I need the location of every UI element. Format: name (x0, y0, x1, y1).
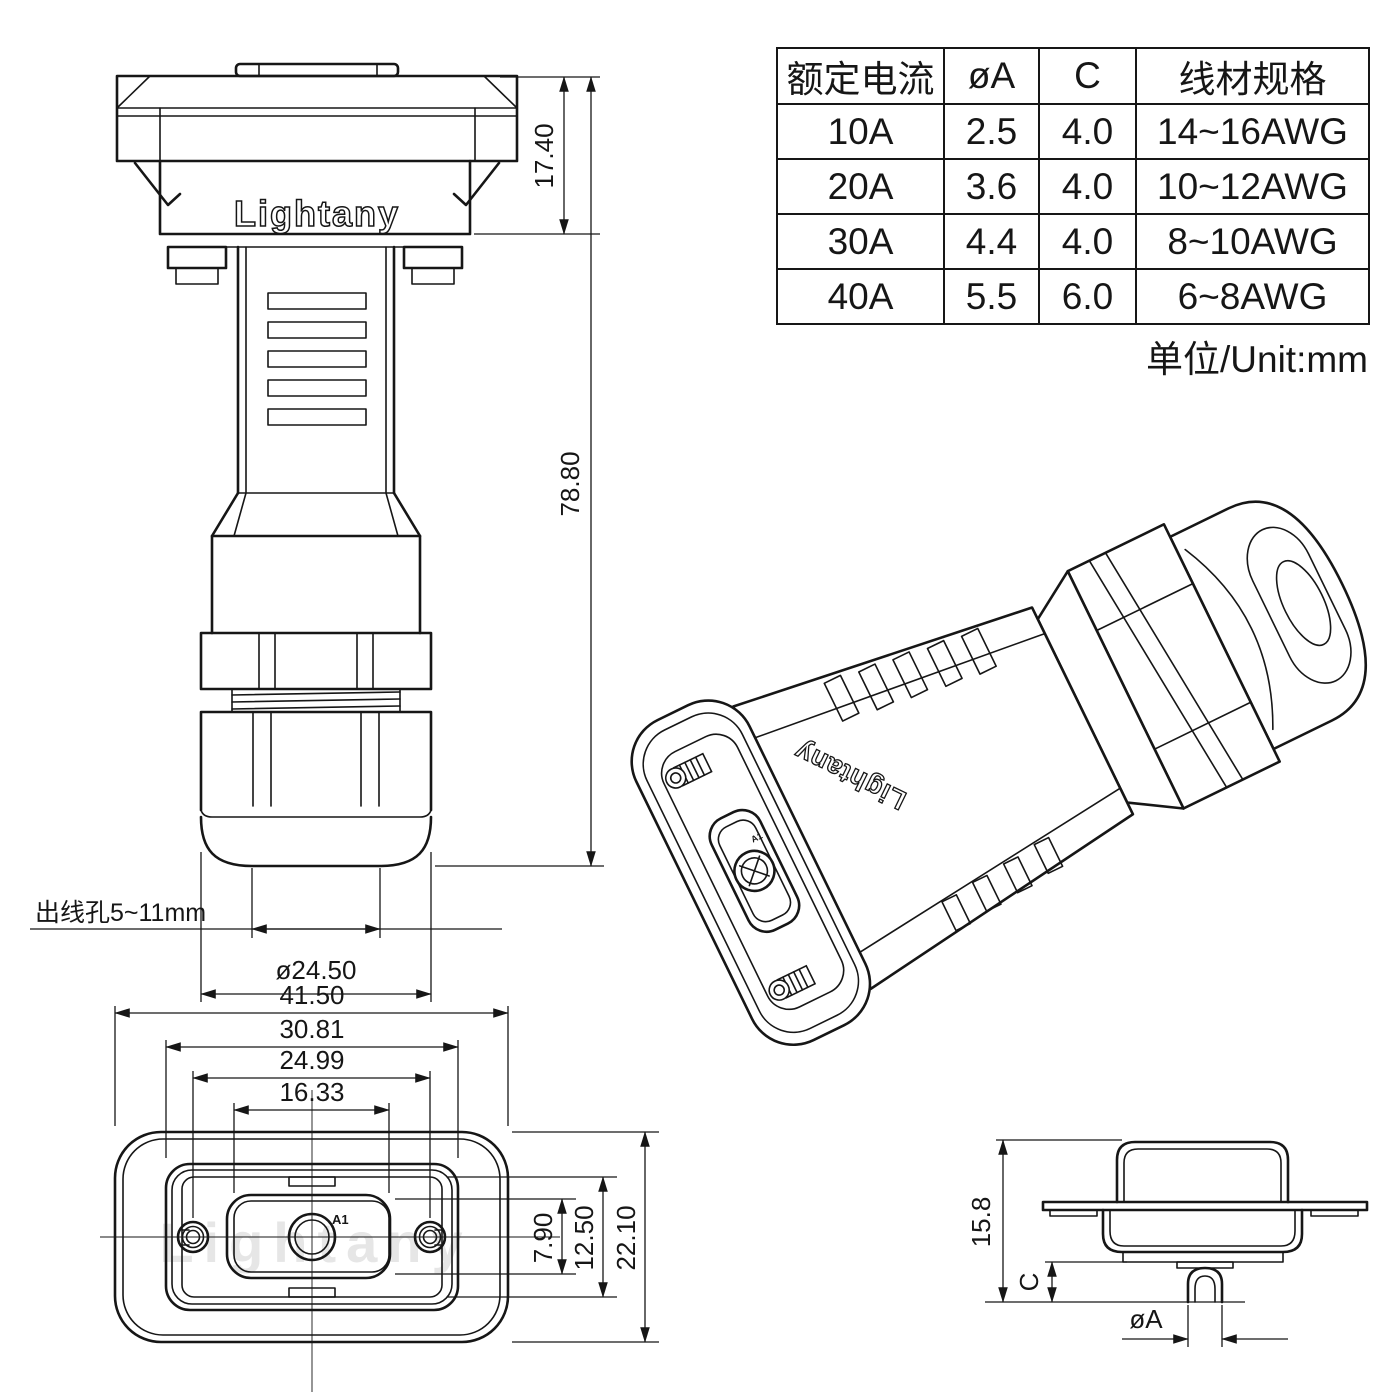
face-insert (225, 1193, 392, 1280)
front-dimensions: 17.40 78.80 出线孔5~11mm ø24.50 (30, 76, 604, 1002)
gland-dome (199, 815, 433, 868)
spec-header-cell: øA (943, 47, 1040, 105)
backshell (210, 534, 422, 635)
dim-30-81: 30.81 (279, 1014, 344, 1044)
grip-slots (267, 292, 367, 426)
iso-gland-cap (1168, 500, 1367, 751)
latch-hook-right (452, 161, 501, 207)
spec-cell: 10A (776, 103, 945, 160)
grip-neck (236, 245, 396, 495)
spec-cell: 20A (776, 158, 945, 215)
spec-cell: 10~12AWG (1135, 158, 1370, 215)
spec-cell: 3.6 (943, 158, 1040, 215)
spec-row: 40A 5.5 6.0 6~8AWG (776, 268, 1370, 325)
spec-header-cell: C (1038, 47, 1137, 105)
iso-grip-slots (823, 627, 1064, 932)
cable-hole-note: 出线孔5~11mm (35, 899, 206, 927)
dim-oa: øA (1129, 1304, 1163, 1334)
gland-nut (199, 710, 433, 812)
dim-41-50: 41.50 (279, 980, 344, 1010)
iso-contact-label: A1 (749, 830, 764, 844)
face-dimensions: 41.50 30.81 24.99 16.33 7.90 12.50 22.10 (114, 980, 659, 1343)
side-shell (1115, 1140, 1290, 1204)
bushing-right (402, 245, 464, 270)
bushing-left (166, 245, 228, 270)
spec-row: 10A 2.5 4.0 14~16AWG (776, 103, 1370, 160)
dim-24-99: 24.99 (279, 1045, 344, 1075)
dim-7-90: 7.90 (528, 1213, 558, 1264)
face-view: Lightany A1 41.50 30.81 (100, 980, 659, 1392)
spec-cell: 2.5 (943, 103, 1040, 160)
unit-note: 单位/Unit:mm (1146, 339, 1368, 380)
contact-label: A1 (332, 1212, 349, 1227)
side-flange-plate (1041, 1200, 1369, 1212)
dim-24-50: ø24.50 (276, 955, 357, 985)
spec-header-cell: 额定电流 (776, 47, 945, 105)
dim-12-50: 12.50 (569, 1205, 599, 1270)
spec-cell: 5.5 (943, 268, 1040, 325)
front-flange (115, 74, 519, 163)
brand-watermark: Lightany (159, 1211, 472, 1274)
spec-cell: 6.0 (1038, 268, 1137, 325)
dim-78-80: 78.80 (555, 451, 585, 516)
iso-jackscrew-bottom (768, 964, 817, 1001)
dim-15-8: 15.8 (966, 1197, 996, 1248)
side-body (1101, 1208, 1304, 1254)
spec-row: 20A 3.6 4.0 10~12AWG (776, 158, 1370, 215)
front-shell (158, 159, 472, 236)
spec-cell: 30A (776, 213, 945, 270)
iso-jackscrew-top (664, 752, 713, 789)
iso-view: A1 Lightany (630, 500, 1367, 1047)
spec-cell: 14~16AWG (1135, 103, 1370, 160)
spec-cell: 4.0 (1038, 103, 1137, 160)
spec-header-cell: 线材规格 (1135, 47, 1370, 105)
hex-nut (199, 631, 433, 691)
dim-22-10: 22.10 (611, 1205, 641, 1270)
spec-cell: 6~8AWG (1135, 268, 1370, 325)
spec-cell: 8~10AWG (1135, 213, 1370, 270)
dim-c: C (1014, 1273, 1044, 1292)
front-top-tab (234, 62, 400, 78)
spec-cell: 4.0 (1038, 213, 1137, 270)
gland-thread (231, 688, 401, 713)
spec-row: 30A 4.4 4.0 8~10AWG (776, 213, 1370, 270)
dim-16-33: 16.33 (279, 1077, 344, 1107)
spec-cell: 40A (776, 268, 945, 325)
side-view: 15.8 C øA (966, 1139, 1369, 1347)
side-dimensions: 15.8 C øA (966, 1139, 1288, 1347)
spec-header-row: 额定电流 øA C 线材规格 (776, 47, 1370, 105)
dim-17-40: 17.40 (529, 123, 559, 188)
spec-table: 额定电流 øA C 线材规格 10A 2.5 4.0 14~16AWG 20A … (776, 47, 1370, 325)
latch-hook-left (133, 161, 182, 207)
front-view: Lightany (30, 62, 604, 1002)
spec-cell: 4.4 (943, 213, 1040, 270)
spec-cell: 4.0 (1038, 158, 1137, 215)
iso-contact (733, 849, 776, 893)
contact-pin (1186, 1266, 1224, 1304)
brand-logo-front: Lightany (234, 193, 400, 234)
